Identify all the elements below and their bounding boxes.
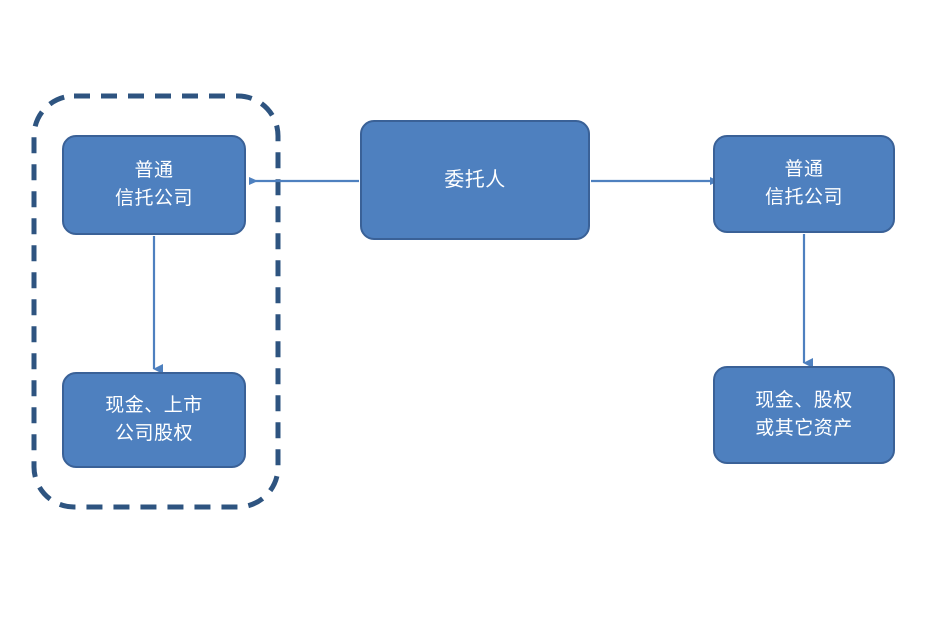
node-left-assets[interactable]: 现金、上市 公司股权: [62, 372, 246, 468]
node-left-trust-company-label: 普通 信托公司: [114, 160, 193, 209]
node-settlor-label: 委托人: [444, 168, 506, 191]
node-right-trust-company[interactable]: 普通 信托公司: [713, 135, 895, 233]
node-right-assets[interactable]: 现金、股权 或其它资产: [713, 366, 895, 464]
node-right-assets-label: 现金、股权 或其它资产: [755, 390, 853, 439]
node-right-trust-company-label: 普通 信托公司: [764, 159, 843, 208]
node-left-trust-company[interactable]: 普通 信托公司: [62, 135, 246, 235]
node-left-assets-label: 现金、上市 公司股权: [105, 395, 203, 444]
node-settlor[interactable]: 委托人: [360, 120, 590, 240]
